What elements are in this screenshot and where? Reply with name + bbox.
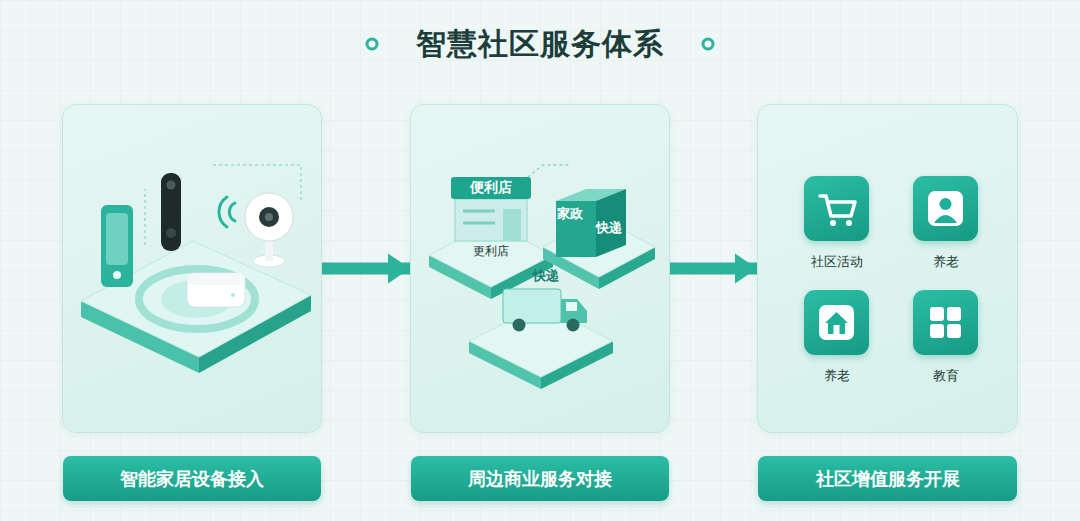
block-label: 快递 <box>596 219 622 237</box>
cart-icon <box>804 176 869 241</box>
flow-arrow <box>670 263 757 275</box>
grid-icon <box>913 290 978 355</box>
stage-label: 社区增值服务开展 <box>758 456 1017 501</box>
title-rule <box>190 43 358 45</box>
service-tile: 教育 <box>896 290 996 390</box>
service-label: 养老 <box>896 253 996 271</box>
title-dot <box>703 39 713 49</box>
service-tile: 养老 <box>896 176 996 276</box>
service-label: 社区活动 <box>787 253 887 271</box>
diagram-title: 智慧社区服务体系 <box>0 24 1080 65</box>
stage-label: 智能家居设备接入 <box>63 456 321 501</box>
house-icon <box>804 290 869 355</box>
block-label: 更利店 <box>447 243 535 260</box>
service-tile: 养老 <box>787 290 887 390</box>
stage-panel: 社区增值服务开展社区活动养老养老教育 <box>757 104 1018 433</box>
parcel-block: 家政快递 <box>551 175 633 261</box>
tile-square <box>804 290 869 355</box>
panel-illustration <box>63 105 323 434</box>
service-label: 养老 <box>787 367 887 385</box>
stage-panel: 智能家居设备接入 <box>62 104 322 433</box>
service-label: 教育 <box>896 367 996 385</box>
stage-label: 周边商业服务对接 <box>411 456 669 501</box>
shop-sign: 便利店 <box>451 177 531 199</box>
tile-square <box>804 176 869 241</box>
person-icon <box>913 176 978 241</box>
title-dot <box>367 39 377 49</box>
block-label: 家政 <box>557 205 583 223</box>
tile-square <box>913 176 978 241</box>
service-tile: 社区活动 <box>787 176 887 276</box>
title-rule <box>722 43 890 45</box>
stage-panel: 周边商业服务对接便利店更利店家政快递快递 <box>410 104 670 433</box>
flow-arrow <box>322 263 410 275</box>
tile-square <box>913 290 978 355</box>
truck-block: 快递 <box>491 265 601 331</box>
store-block: 便利店更利店 <box>447 177 535 261</box>
block-label: 快递 <box>491 267 601 285</box>
